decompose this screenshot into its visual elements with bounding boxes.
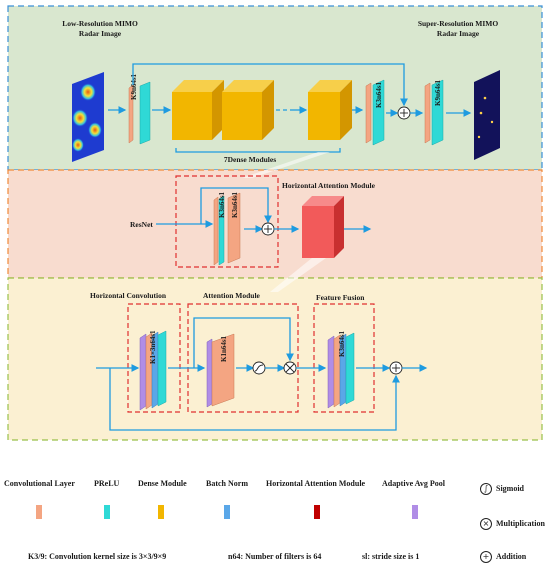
resnet-box — [175, 175, 279, 268]
legend-swatch-bn — [224, 505, 230, 519]
note-kernel: K3/9: Convolution kernel size is 3×3/9×9 — [28, 552, 167, 561]
sigmoid-icon: ∫ — [480, 483, 492, 495]
legend: Convolutional Layer PReLU Dense Module B… — [0, 455, 550, 568]
resnet-addition-node — [261, 222, 275, 236]
dense-modules-label: 7Dense Modules — [224, 155, 276, 164]
resnet-label: ResNet — [130, 220, 153, 229]
horizontal-conv-label: Horizontal Convolution — [90, 291, 167, 300]
input-title-line2: Radar Image — [79, 29, 122, 38]
ham-label: Horizontal Attention Module — [282, 181, 376, 190]
super-resolution-image — [474, 70, 500, 160]
legend-swatch-pool — [412, 505, 418, 519]
fusion-conv-text: K3n64s1 — [338, 330, 346, 357]
horizontal-attention-block — [302, 196, 344, 258]
legend-swatch-dense — [158, 505, 164, 519]
attention-module-label: Attention Module — [203, 291, 261, 300]
legend-label-pool: Adaptive Avg Pool — [382, 479, 445, 488]
conv-output-block — [424, 79, 444, 146]
horizontal-conv-text: K1×3n64s1 — [149, 330, 157, 364]
horizontal-conv-box — [127, 303, 181, 413]
multiplication-node — [283, 361, 297, 375]
conv-output-label: K9n64s1 — [434, 79, 442, 106]
low-resolution-image — [72, 72, 104, 162]
output-title-line2: Radar Image — [437, 29, 480, 38]
legend-addition: Addition — [496, 552, 527, 561]
dense-module-1 — [172, 80, 224, 140]
dense-module-2 — [222, 80, 274, 140]
legend-swatch-prelu — [104, 505, 110, 519]
resnet-conv-b — [227, 192, 241, 264]
multiplication-icon: × — [480, 518, 492, 530]
bottom-addition-node — [389, 361, 403, 375]
note-filters: n64: Number of filters is 64 — [228, 552, 322, 561]
resnet-conv-a-label: K3n64s1 — [218, 191, 226, 218]
conv-input-label: K9n64s1 — [130, 73, 138, 100]
top-addition-node — [397, 106, 411, 120]
legend-label-dense: Dense Module — [138, 479, 187, 488]
conv-mid-block — [365, 79, 385, 146]
attention-conv-text: K1n64s1 — [220, 335, 228, 362]
feature-fusion-label: Feature Fusion — [316, 293, 365, 302]
addition-icon: + — [480, 551, 492, 563]
output-title-line1: Super-Resolution MIMO — [418, 19, 499, 28]
sigmoid-node — [252, 361, 266, 375]
legend-swatch-ham — [314, 505, 320, 519]
legend-label-conv: Convolutional Layer — [4, 479, 75, 488]
legend-sigmoid: Sigmoid — [496, 484, 525, 493]
legend-label-prelu: PReLU — [94, 479, 120, 488]
attention-module-box — [187, 303, 299, 413]
input-title-line1: Low-Resolution MIMO — [62, 19, 138, 28]
feature-fusion-box — [313, 303, 375, 413]
resnet-conv-a — [213, 195, 225, 266]
dense-module-3 — [308, 80, 352, 140]
attention-conv-block — [206, 333, 235, 408]
legend-label-ham: Horizontal Attention Module — [266, 479, 366, 488]
legend-label-bn: Batch Norm — [206, 479, 248, 488]
mid-panel — [7, 169, 543, 279]
conv-input-block — [128, 81, 151, 145]
bottom-panel — [7, 277, 543, 441]
fusion-conv-block — [327, 332, 355, 409]
conv-mid-label: K3n64s1 — [375, 81, 383, 108]
horizontal-conv-block — [139, 330, 167, 411]
note-stride: sl: stride size is 1 — [362, 552, 420, 561]
legend-multiplication: Multiplication — [496, 519, 545, 528]
resnet-conv-b-label: K3n64s1 — [231, 191, 239, 218]
legend-swatch-conv — [36, 505, 42, 519]
